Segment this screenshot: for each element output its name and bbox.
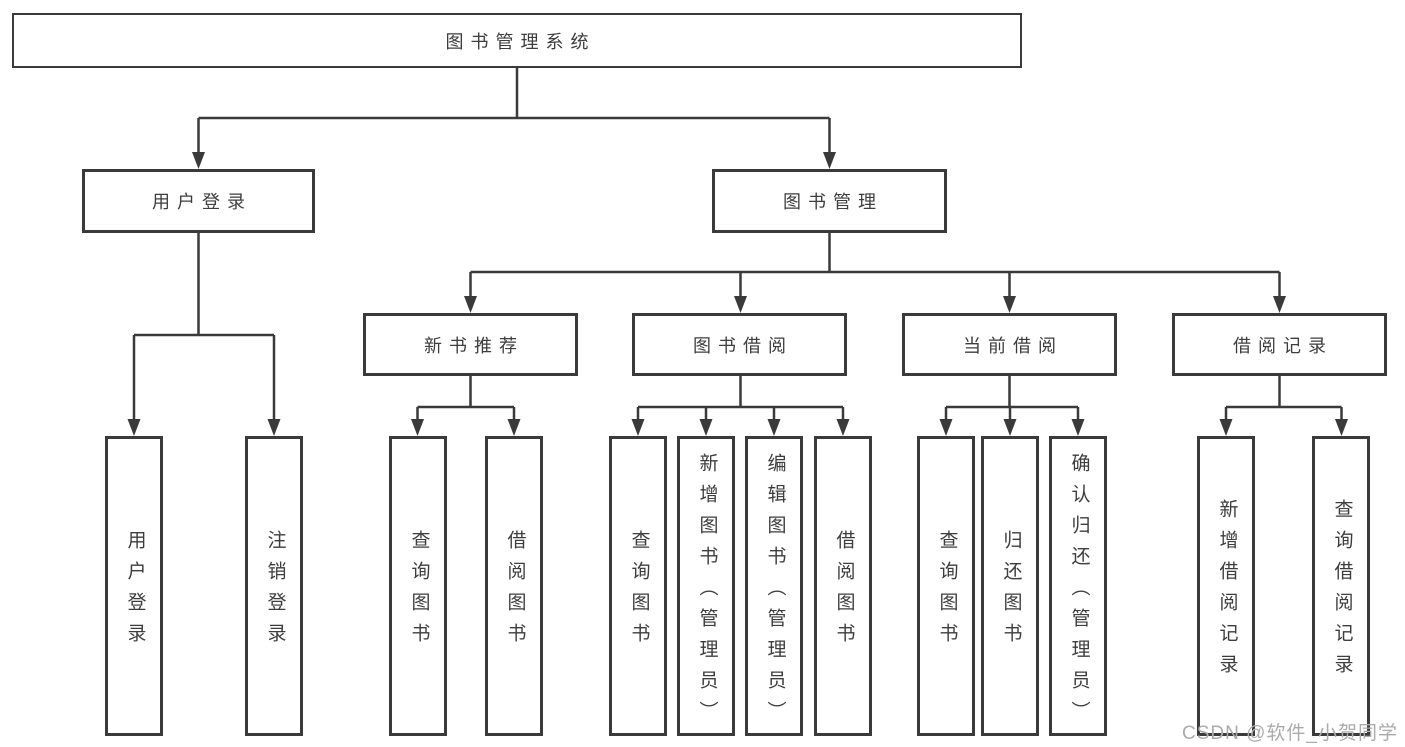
node-library-management-system: 图书管理系统 [12,13,1022,68]
connector-user-login-split [132,233,276,420]
leaf-add-books-admin: 新增图书（管理员） [677,436,735,736]
node-label: 注销登录 [264,530,286,654]
node-user-login: 用户登录 [82,169,315,233]
node-book-borrowing: 图书借阅 [632,313,847,376]
node-label: 图书管理系统 [445,31,596,52]
leaf-recommend-query-books: 查询图书 [389,436,447,736]
node-book-management: 图书管理 [712,169,947,233]
node-label: 借阅记录 [1233,335,1333,356]
node-label: 查询图书 [936,530,958,654]
arrowheads [127,152,1348,436]
connector-book-management-split [469,233,1281,297]
node-label: 图书借阅 [693,335,793,356]
leaf-confirm-return-admin: 确认归还（管理员） [1049,436,1107,736]
csdn-watermark: CSDN @软件_小贺同学 [1182,723,1398,744]
connector-borrowing-records-split [1224,375,1343,420]
leaf-add-borrow-record: 新增借阅记录 [1197,436,1255,736]
node-label: 借阅图书 [833,530,855,654]
leaf-borrowing-query-books: 查询图书 [609,436,667,736]
node-label: 用户登录 [152,192,252,212]
node-label: 图书管理 [783,192,883,212]
node-label: 查询借阅记录 [1331,499,1353,685]
connector-root-split [197,68,831,153]
connector-book-borrowing-split [636,375,845,420]
node-label: 查询图书 [408,530,430,654]
leaf-current-query-books: 查询图书 [917,436,975,736]
leaf-recommend-borrow-books: 借阅图书 [485,436,543,736]
node-label: 新增借阅记录 [1216,499,1238,685]
leaf-query-borrow-record: 查询借阅记录 [1312,436,1370,736]
node-label: 新书推荐 [424,335,524,356]
leaf-borrow-books: 借阅图书 [814,436,872,736]
node-label: 归还图书 [1000,530,1022,654]
node-label: 当前借阅 [963,335,1063,356]
node-label: 新增图书（管理员） [696,452,718,732]
node-label: 确认归还（管理员） [1068,452,1090,732]
node-label: 用户登录 [124,530,146,654]
leaf-edit-books-admin: 编辑图书（管理员） [745,436,803,736]
connector-new-book-split [416,375,516,420]
node-label: 借阅图书 [504,530,526,654]
leaf-return-books: 归还图书 [981,436,1039,736]
leaf-logout: 注销登录 [245,436,303,736]
node-borrowing-records: 借阅记录 [1172,313,1387,376]
connector-current-borrowing-split [944,375,1080,420]
leaf-user-login: 用户登录 [105,436,163,736]
node-label: 查询图书 [628,530,650,654]
node-new-book-recommendation: 新书推荐 [363,313,578,376]
node-current-borrowing: 当前借阅 [902,313,1117,376]
node-label: 编辑图书（管理员） [764,452,786,732]
